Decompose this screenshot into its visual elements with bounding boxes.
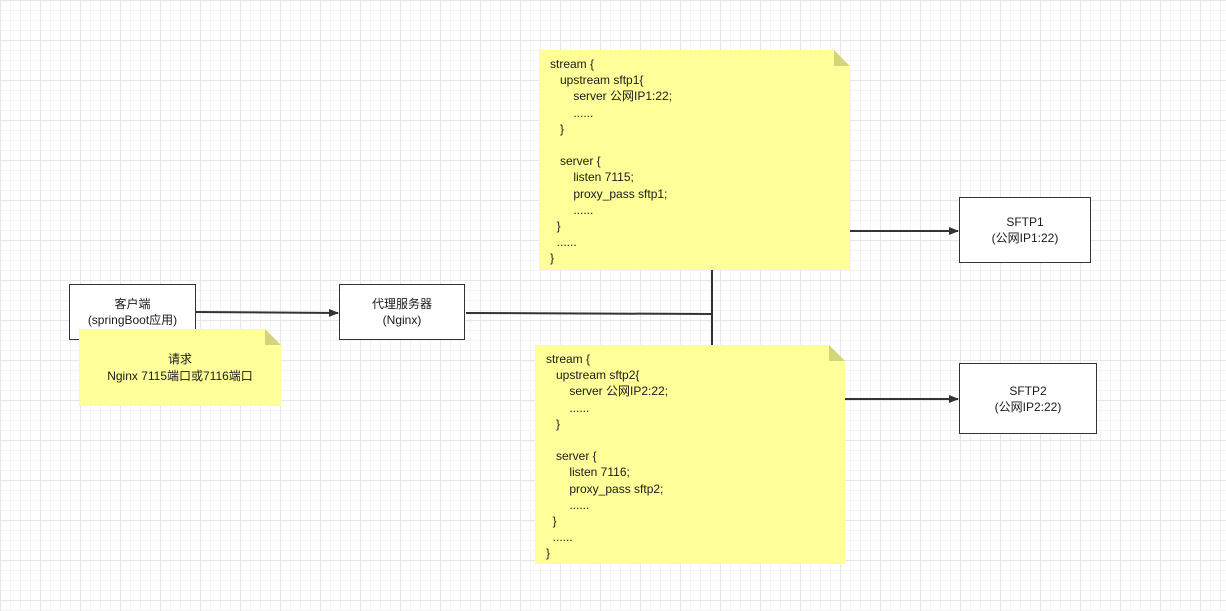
proxy-node-title: 代理服务器: [371, 297, 432, 311]
client-node-title: 客户端: [114, 297, 151, 311]
sftp2-node[interactable]: SFTP2 (公网IP2:22): [959, 363, 1097, 434]
sftp2-node-subtitle: (公网IP2:22): [994, 399, 1062, 414]
stream-config-text-1: stream { upstream sftp1{ server 公网IP1:22…: [550, 57, 673, 266]
sftp1-node[interactable]: SFTP1 (公网IP1:22): [959, 197, 1091, 263]
stream-config-note-1[interactable]: stream { upstream sftp1{ server 公网IP1:22…: [539, 50, 850, 270]
sftp2-node-title: SFTP2: [1009, 383, 1047, 398]
sftp1-node-title: SFTP1: [1006, 215, 1044, 229]
connector-proxy-to-junction[interactable]: [465, 312, 713, 315]
client-node-subtitle: (springBoot应用): [87, 313, 178, 327]
request-note[interactable]: 请求 Nginx 7115端口或7116端口: [79, 329, 281, 406]
proxy-node[interactable]: 代理服务器 (Nginx): [339, 284, 465, 340]
request-note-detail: Nginx 7115端口或7116端口: [107, 369, 253, 383]
proxy-node-subtitle: (Nginx): [382, 313, 422, 327]
arrow-client-to-proxy[interactable]: [194, 308, 339, 317]
stream-config-text-2: stream { upstream sftp2{ server 公网IP2:22…: [546, 352, 669, 561]
request-note-title: 请求: [167, 352, 192, 366]
stream-config-note-2[interactable]: stream { upstream sftp2{ server 公网IP2:22…: [535, 345, 845, 564]
sftp1-node-subtitle: (公网IP1:22): [991, 231, 1059, 245]
